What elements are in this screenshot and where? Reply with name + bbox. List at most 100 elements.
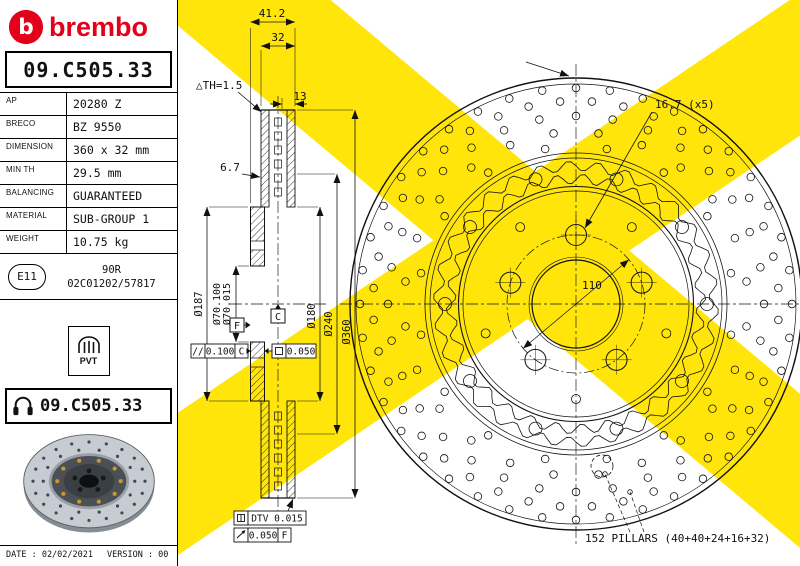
drilled-hole bbox=[608, 484, 617, 493]
spec-value: GUARANTEED bbox=[66, 185, 177, 207]
disc-art-bobbin bbox=[112, 491, 117, 496]
drilled-hole bbox=[549, 470, 558, 479]
dim-disc-width-label: 32 bbox=[271, 31, 284, 44]
drilled-hole bbox=[777, 233, 786, 242]
homologation-block: E11 90R 02C01202/57817 bbox=[0, 254, 177, 300]
pin-hole bbox=[626, 222, 637, 233]
drilled-hole bbox=[538, 86, 547, 95]
drilled-hole bbox=[415, 195, 424, 204]
drilled-hole bbox=[708, 404, 717, 413]
drilled-hole bbox=[549, 129, 558, 138]
drilled-hole bbox=[605, 86, 614, 95]
disc-art-hole bbox=[53, 511, 58, 515]
bolt-hole-centerlines bbox=[495, 267, 526, 298]
drilled-hole bbox=[555, 97, 565, 106]
drilled-hole bbox=[398, 227, 407, 237]
disc-photo bbox=[19, 431, 159, 541]
drilled-hole bbox=[785, 333, 794, 342]
pillars-note: 152 PILLARS (40+40+24+16+32) bbox=[585, 532, 770, 545]
bobbin-hole bbox=[528, 172, 543, 187]
drilled-hole bbox=[555, 502, 565, 511]
drilled-hole bbox=[499, 126, 509, 135]
drilled-hole bbox=[473, 107, 483, 116]
disc-art-hole bbox=[128, 465, 132, 470]
spec-row-ap: AP 20280 Z bbox=[0, 93, 177, 116]
disc-art-hole bbox=[119, 447, 124, 452]
version-text: VERSION : 00 bbox=[107, 550, 169, 560]
parallelism-value: 0.100 bbox=[206, 347, 235, 358]
disc-art-hole bbox=[41, 502, 45, 506]
spec-value: SUB-GROUP 1 bbox=[66, 208, 177, 230]
drilled-hole bbox=[540, 454, 550, 464]
disc-art-hole bbox=[41, 456, 45, 460]
pin-hole bbox=[661, 328, 672, 339]
drilled-hole bbox=[726, 268, 736, 278]
drilled-hole bbox=[677, 472, 687, 482]
drilled-hole bbox=[619, 497, 628, 506]
dia-240-label: Ø240 bbox=[323, 311, 335, 336]
drilled-hole bbox=[494, 487, 503, 496]
drilled-hole bbox=[439, 145, 449, 154]
drilled-hole bbox=[637, 458, 647, 468]
drilled-hole bbox=[724, 147, 733, 156]
drilled-hole bbox=[703, 454, 713, 463]
drilled-hole bbox=[397, 172, 406, 182]
drilled-hole bbox=[638, 94, 647, 103]
spec-label: DIMENSION bbox=[6, 142, 54, 151]
part-number: 09.C505.33 bbox=[40, 396, 143, 416]
spec-value: 20280 Z bbox=[66, 93, 177, 115]
disc-art-hole bbox=[115, 504, 119, 508]
drilled-hole bbox=[764, 201, 773, 211]
disc-art-bolt-hole bbox=[71, 475, 77, 481]
section-dimensions bbox=[190, 18, 359, 543]
drilled-hole bbox=[439, 454, 449, 463]
disc-art-hole bbox=[140, 491, 144, 495]
drilled-hole bbox=[605, 513, 614, 522]
drilled-hole bbox=[540, 144, 550, 154]
drilled-hole bbox=[538, 513, 547, 522]
bobbin-hole bbox=[463, 220, 477, 234]
bobbin-hole bbox=[528, 421, 543, 436]
drilled-hole bbox=[659, 431, 668, 440]
drilled-hole bbox=[465, 472, 475, 482]
drilled-hole bbox=[398, 371, 407, 381]
drilled-hole bbox=[397, 426, 406, 436]
disc-art-bobbin bbox=[76, 458, 81, 463]
brembo-logo-icon: b bbox=[8, 9, 44, 45]
drilled-hole bbox=[764, 397, 773, 407]
drilled-hole bbox=[467, 143, 476, 152]
drilled-hole bbox=[744, 193, 754, 203]
disc-art-hole bbox=[86, 440, 91, 444]
bobbin-hole bbox=[609, 421, 624, 436]
drilled-hole bbox=[366, 233, 375, 242]
disc-art-bolt-hole bbox=[77, 487, 83, 492]
drilled-hole bbox=[535, 484, 544, 493]
disc-art-hole bbox=[69, 442, 73, 446]
parallelism-datum-ref: C bbox=[239, 347, 245, 358]
drilled-hole bbox=[704, 432, 714, 442]
disc-art-hole bbox=[142, 479, 147, 483]
spec-value: 29.5 mm bbox=[66, 162, 177, 184]
drilled-hole bbox=[756, 336, 765, 345]
drilled-hole bbox=[677, 126, 687, 136]
drilled-hole bbox=[440, 212, 449, 221]
drilled-hole bbox=[416, 268, 426, 278]
pvt-icon bbox=[77, 336, 100, 353]
spec-label: AP bbox=[6, 96, 18, 105]
parallelism-symbol: // bbox=[192, 347, 203, 358]
disc-art-bobbin bbox=[96, 458, 101, 463]
drawing-labels: 41.2 32 13 6.7 △TH=1.5 16.7 (x5) Ø187 Ø7… bbox=[192, 7, 770, 545]
spec-value: 10.75 kg bbox=[66, 231, 177, 253]
drilled-hole bbox=[726, 431, 735, 441]
bolt-hole-centerlines bbox=[601, 344, 632, 375]
drive-ring-wave bbox=[433, 161, 719, 447]
drilled-hole bbox=[505, 458, 515, 468]
drilled-hole bbox=[698, 125, 708, 134]
drilled-hole bbox=[366, 366, 375, 375]
disc-art-bobbin bbox=[60, 466, 65, 471]
drilled-hole bbox=[730, 365, 740, 375]
drilled-hole bbox=[669, 107, 679, 116]
hearing-protection-icon bbox=[13, 396, 33, 416]
min-th-label: △TH=1.5 bbox=[196, 79, 242, 92]
